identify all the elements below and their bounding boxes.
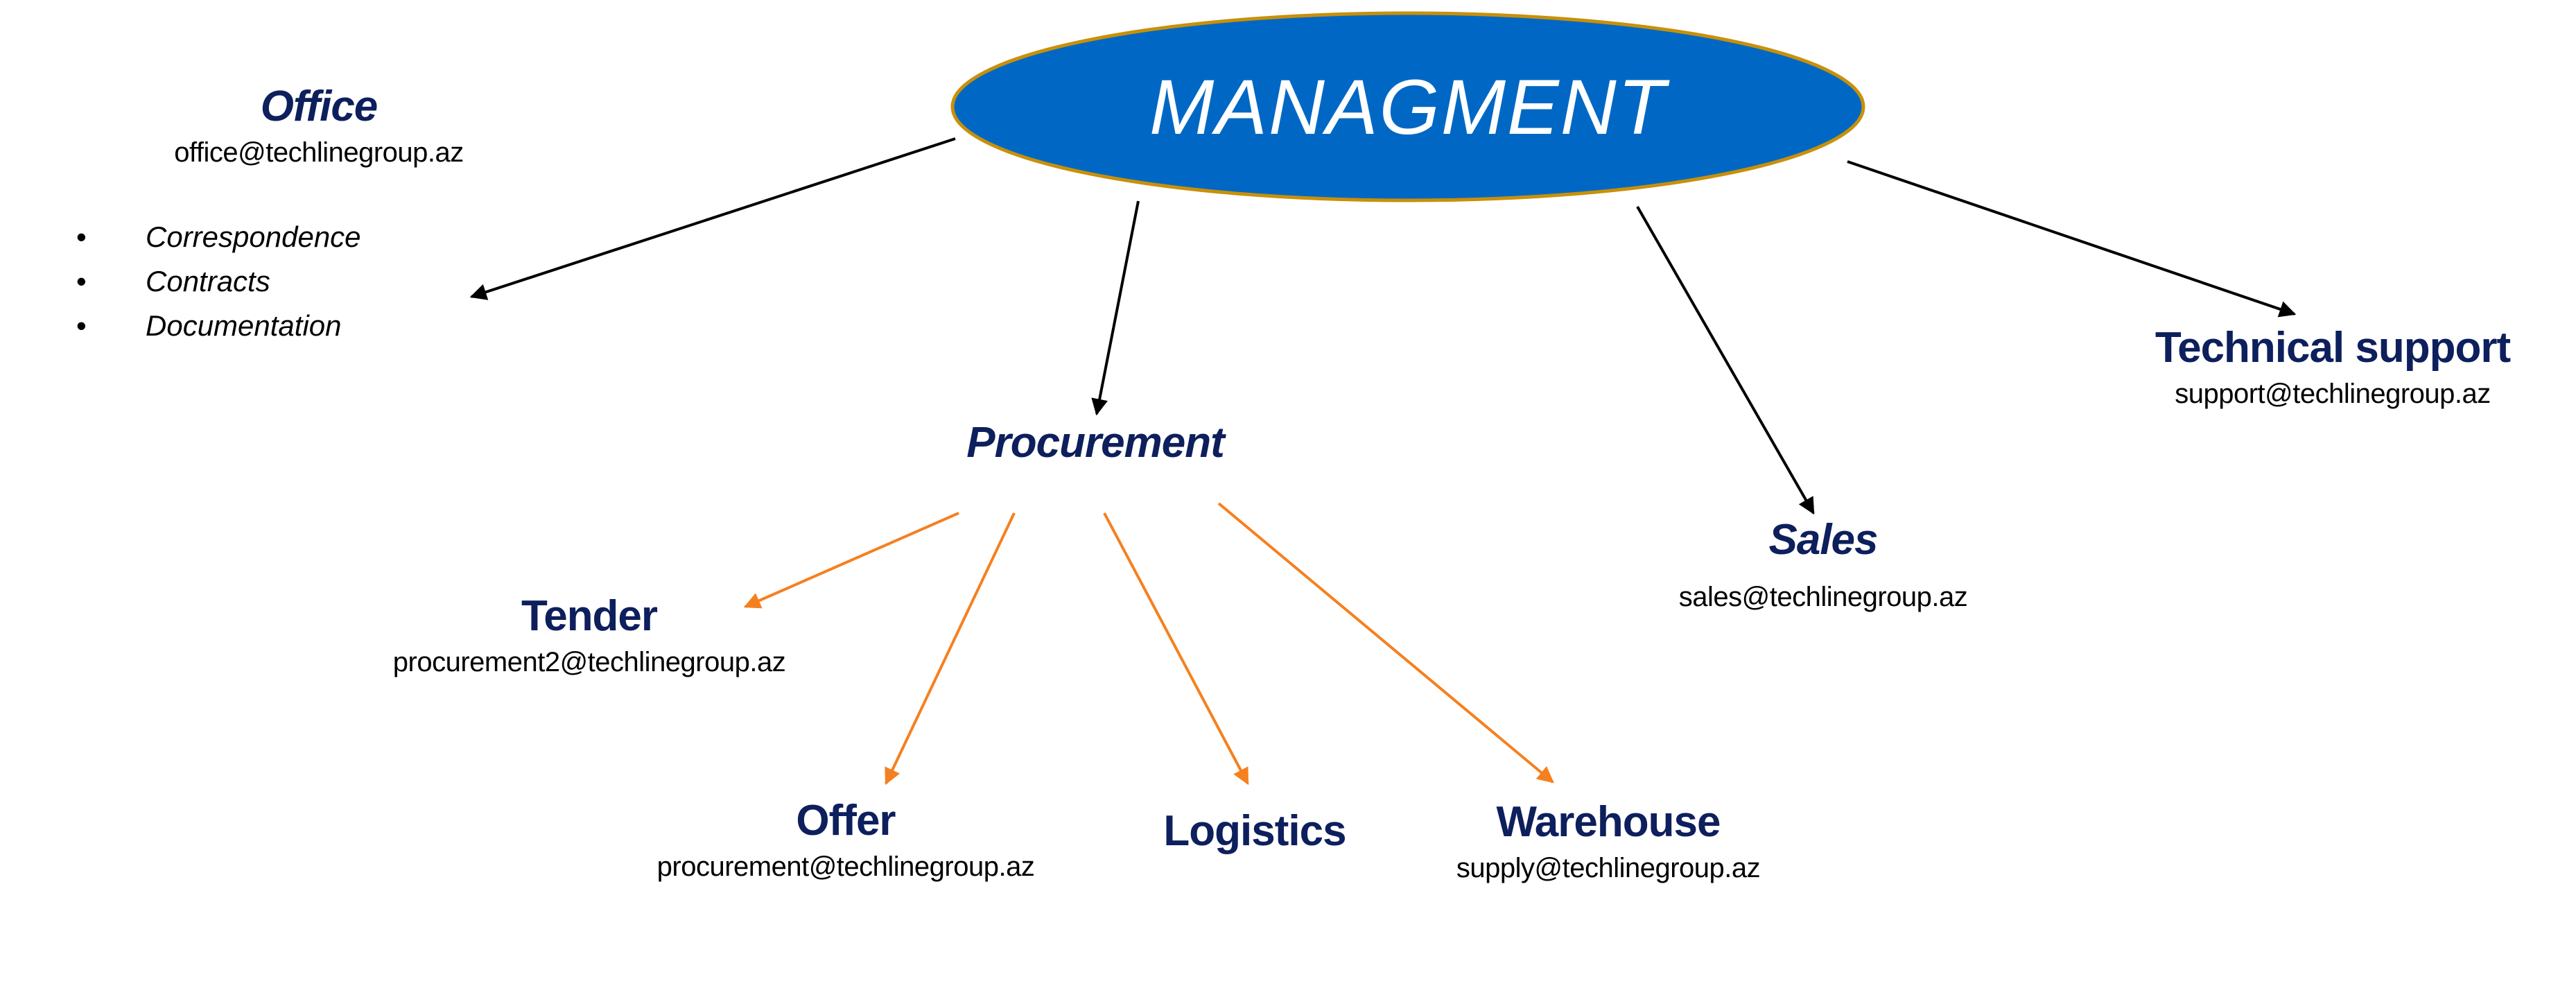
office-duty-item: Contracts (69, 259, 361, 304)
technical-support-node[interactable]: Technical support support@techlinegroup.… (2114, 324, 2551, 410)
technical-support-title: Technical support (2155, 324, 2511, 372)
warehouse-title: Warehouse (1496, 798, 1721, 846)
arrow-tender (743, 512, 959, 609)
offer-node[interactable]: Offer procurement@techlinegroup.az (596, 797, 1095, 883)
office-title: Office (260, 83, 378, 130)
office-duties-list: Correspondence Contracts Documentation (69, 215, 361, 348)
arrow-technical-support (1847, 160, 2297, 318)
arrow-logistics (1103, 512, 1249, 786)
warehouse-node[interactable]: Warehouse supply@techlinegroup.az (1400, 798, 1816, 885)
logistics-title: Logistics (1163, 807, 1346, 855)
arrow-office (469, 137, 956, 300)
office-email: office@techlinegroup.az (174, 137, 464, 168)
sales-email: sales@techlinegroup.az (1678, 582, 1968, 613)
sales-title: Sales (1768, 516, 1878, 564)
management-node-label: MANAGMENT (1149, 63, 1666, 150)
tender-email: procurement2@techlinegroup.az (392, 647, 786, 678)
procurement-title: Procurement (966, 419, 1224, 467)
logistics-node[interactable]: Logistics (1116, 807, 1393, 855)
technical-support-email: support@techlinegroup.az (2175, 379, 2491, 410)
management-node-ellipse[interactable] (950, 11, 1865, 202)
arrow-offer (885, 512, 1016, 786)
tender-node[interactable]: Tender procurement2@techlinegroup.az (333, 592, 846, 679)
sales-node[interactable]: Sales sales@techlinegroup.az (1615, 516, 2031, 614)
arrow-warehouse (1217, 502, 1554, 784)
arrow-sales (1636, 206, 1815, 515)
warehouse-email: supply@techlinegroup.az (1456, 853, 1761, 884)
office-duty-item: Documentation (69, 304, 361, 348)
procurement-node[interactable]: Procurement (922, 419, 1269, 467)
offer-email: procurement@techlinegroup.az (656, 851, 1035, 883)
tender-title: Tender (521, 592, 658, 640)
offer-title: Offer (796, 797, 896, 845)
arrow-procurement (1091, 200, 1140, 416)
office-node[interactable]: Office office@techlinegroup.az (125, 83, 513, 169)
office-duty-item: Correspondence (69, 215, 361, 259)
